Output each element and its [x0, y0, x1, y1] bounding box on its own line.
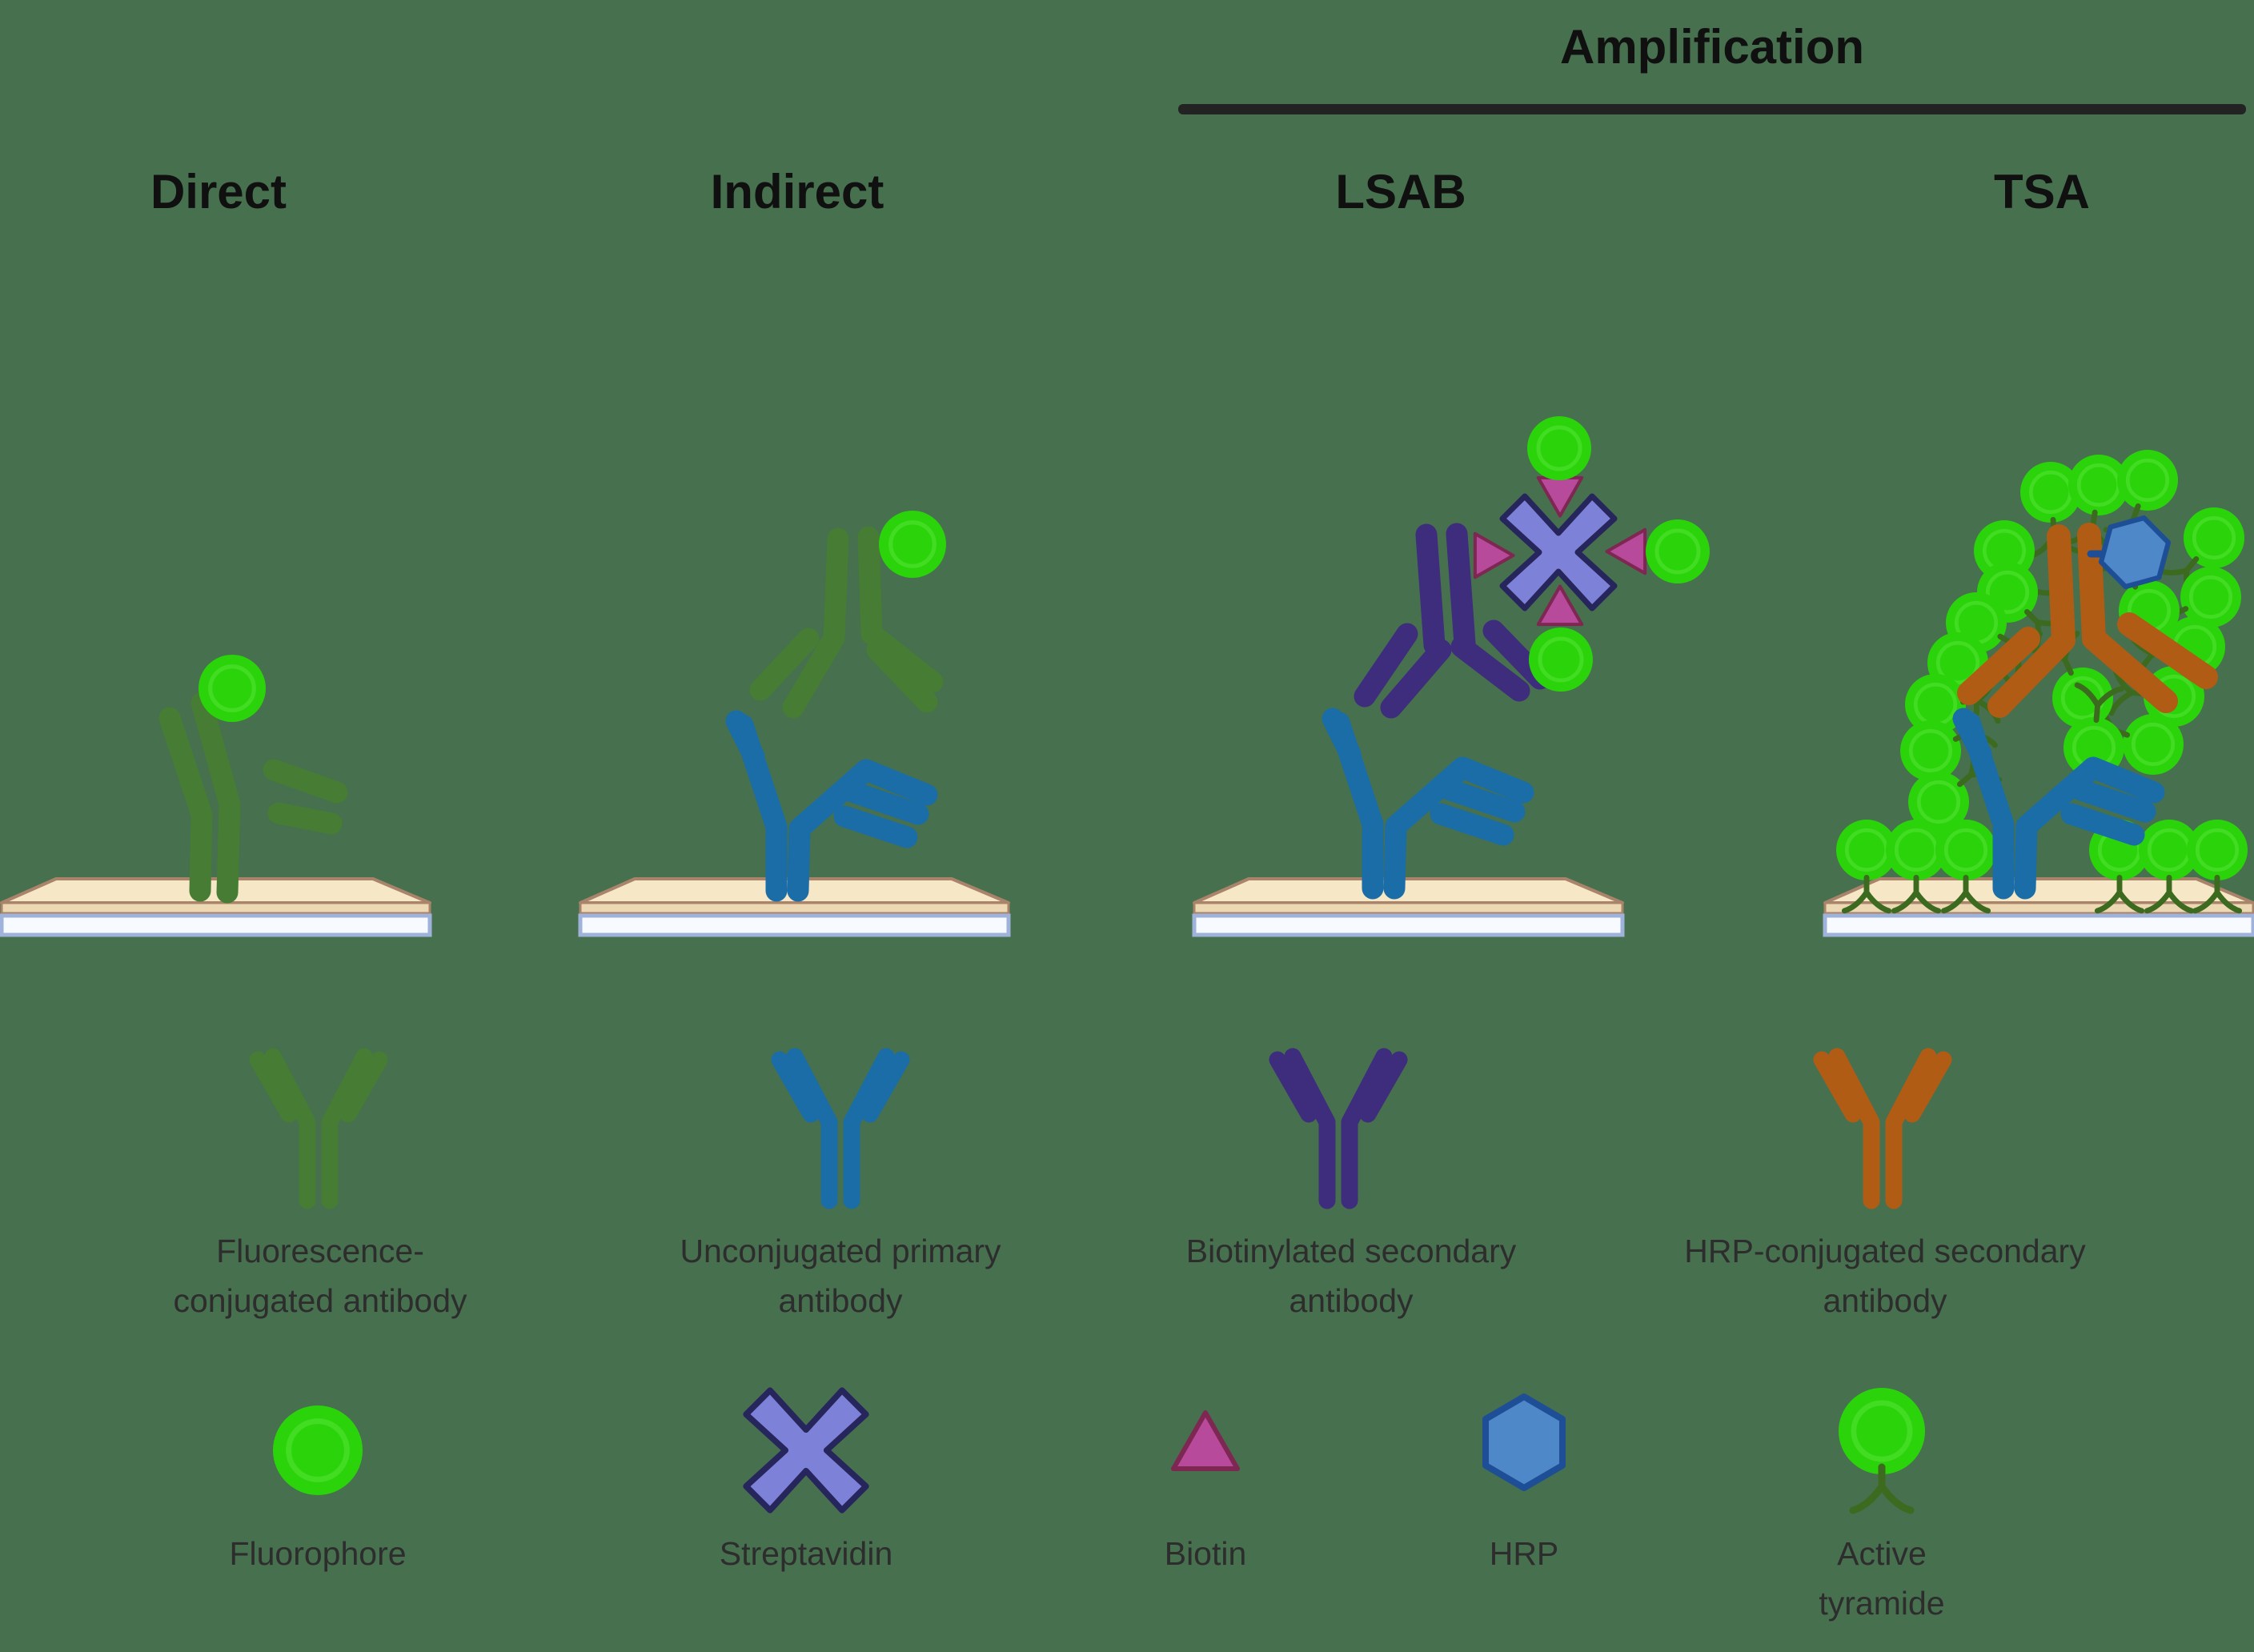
legend-molecule-icons	[273, 1388, 1925, 1510]
fluorescence-conjugated-antibody-icon	[158, 692, 348, 904]
secondary-antibody-icon	[749, 526, 944, 719]
unconjugated-primary-antibody-icon	[780, 1057, 901, 1201]
hrp-icon	[2096, 510, 2172, 594]
amplification-heading: Amplification	[1559, 20, 1865, 74]
legend-label-biotin: Biotin	[1164, 1535, 1247, 1572]
slide-tsa	[1825, 879, 2253, 935]
legend-label-biotinylated-secondary-antibody: Biotinylated secondary antibody	[1186, 1226, 1517, 1325]
biotin-icon	[1173, 1413, 1237, 1469]
label-line: antibody	[1823, 1282, 1947, 1319]
slide-direct	[2, 879, 430, 935]
lsab-panel	[1322, 416, 1710, 900]
slide-lsab	[1194, 879, 1622, 935]
amplification-underline	[1178, 104, 2246, 114]
column-title-tsa: TSA	[1994, 165, 2090, 219]
label-line: conjugated antibody	[173, 1282, 467, 1319]
fluorophore-icon	[1527, 416, 1591, 480]
label-line: Biotinylated secondary	[1185, 1233, 1517, 1269]
label-line: tyramide	[1819, 1585, 1945, 1622]
label-line: Active	[1837, 1535, 1927, 1572]
primary-antibody-icon	[725, 710, 938, 902]
label-line: antibody	[778, 1282, 903, 1319]
indirect-panel	[725, 511, 946, 902]
legend-label-streptavidin: Streptavidin	[719, 1535, 893, 1572]
hrp-conjugated-secondary-antibody-icon	[1957, 523, 2218, 718]
fluorophore-icon	[1646, 519, 1710, 583]
streptavidin-icon	[746, 1390, 866, 1510]
label-line: HRP-conjugated secondary	[1684, 1233, 2086, 1269]
biotin-icon	[1607, 530, 1646, 573]
fluorescence-conjugated-antibody-icon	[258, 1057, 379, 1201]
legend-label-hrp-conjugated-secondary-antibody: HRP-conjugated secondary antibody	[1684, 1226, 2085, 1325]
label-line: Fluorescence-	[216, 1233, 424, 1269]
fluorophore-icon	[199, 655, 266, 722]
column-title-lsab: LSAB	[1335, 165, 1466, 219]
hrp-conjugated-secondary-antibody-icon	[1822, 1057, 1943, 1201]
fluorophore-icon	[273, 1405, 363, 1495]
direct-panel	[158, 655, 348, 904]
column-title-indirect: Indirect	[710, 165, 884, 219]
primary-antibody-icon	[1952, 708, 2165, 900]
legend-antibody-icons	[258, 1057, 1943, 1201]
deposited-tyramide-cloud	[1836, 450, 2248, 911]
legend-label-unconjugated-primary-antibody: Unconjugated primary antibody	[680, 1226, 1001, 1325]
column-title-direct: Direct	[150, 165, 287, 219]
biotin-icon	[1538, 478, 1582, 516]
fluorophore-icon	[1529, 628, 1593, 692]
legend-label-fluorescence-conjugated-antibody: Fluorescence- conjugated antibody	[173, 1226, 467, 1325]
biotinylated-secondary-antibody-icon	[1354, 523, 1551, 719]
label-line: Unconjugated primary	[680, 1233, 1001, 1269]
biotin-icon	[1475, 534, 1514, 577]
tsa-panel	[1836, 450, 2248, 911]
hrp-icon	[1486, 1397, 1562, 1488]
label-line: antibody	[1289, 1282, 1414, 1319]
fluorophore-icon	[879, 511, 946, 578]
legend-label-hrp: HRP	[1489, 1535, 1559, 1572]
biotinylated-secondary-antibody-icon	[1277, 1057, 1399, 1201]
legend-label-active-tyramide: Active tyramide	[1819, 1529, 1944, 1628]
legend-label-fluorophore: Fluorophore	[229, 1535, 407, 1572]
primary-antibody-icon	[1322, 708, 1534, 900]
active-tyramide-icon	[1839, 1388, 1925, 1510]
